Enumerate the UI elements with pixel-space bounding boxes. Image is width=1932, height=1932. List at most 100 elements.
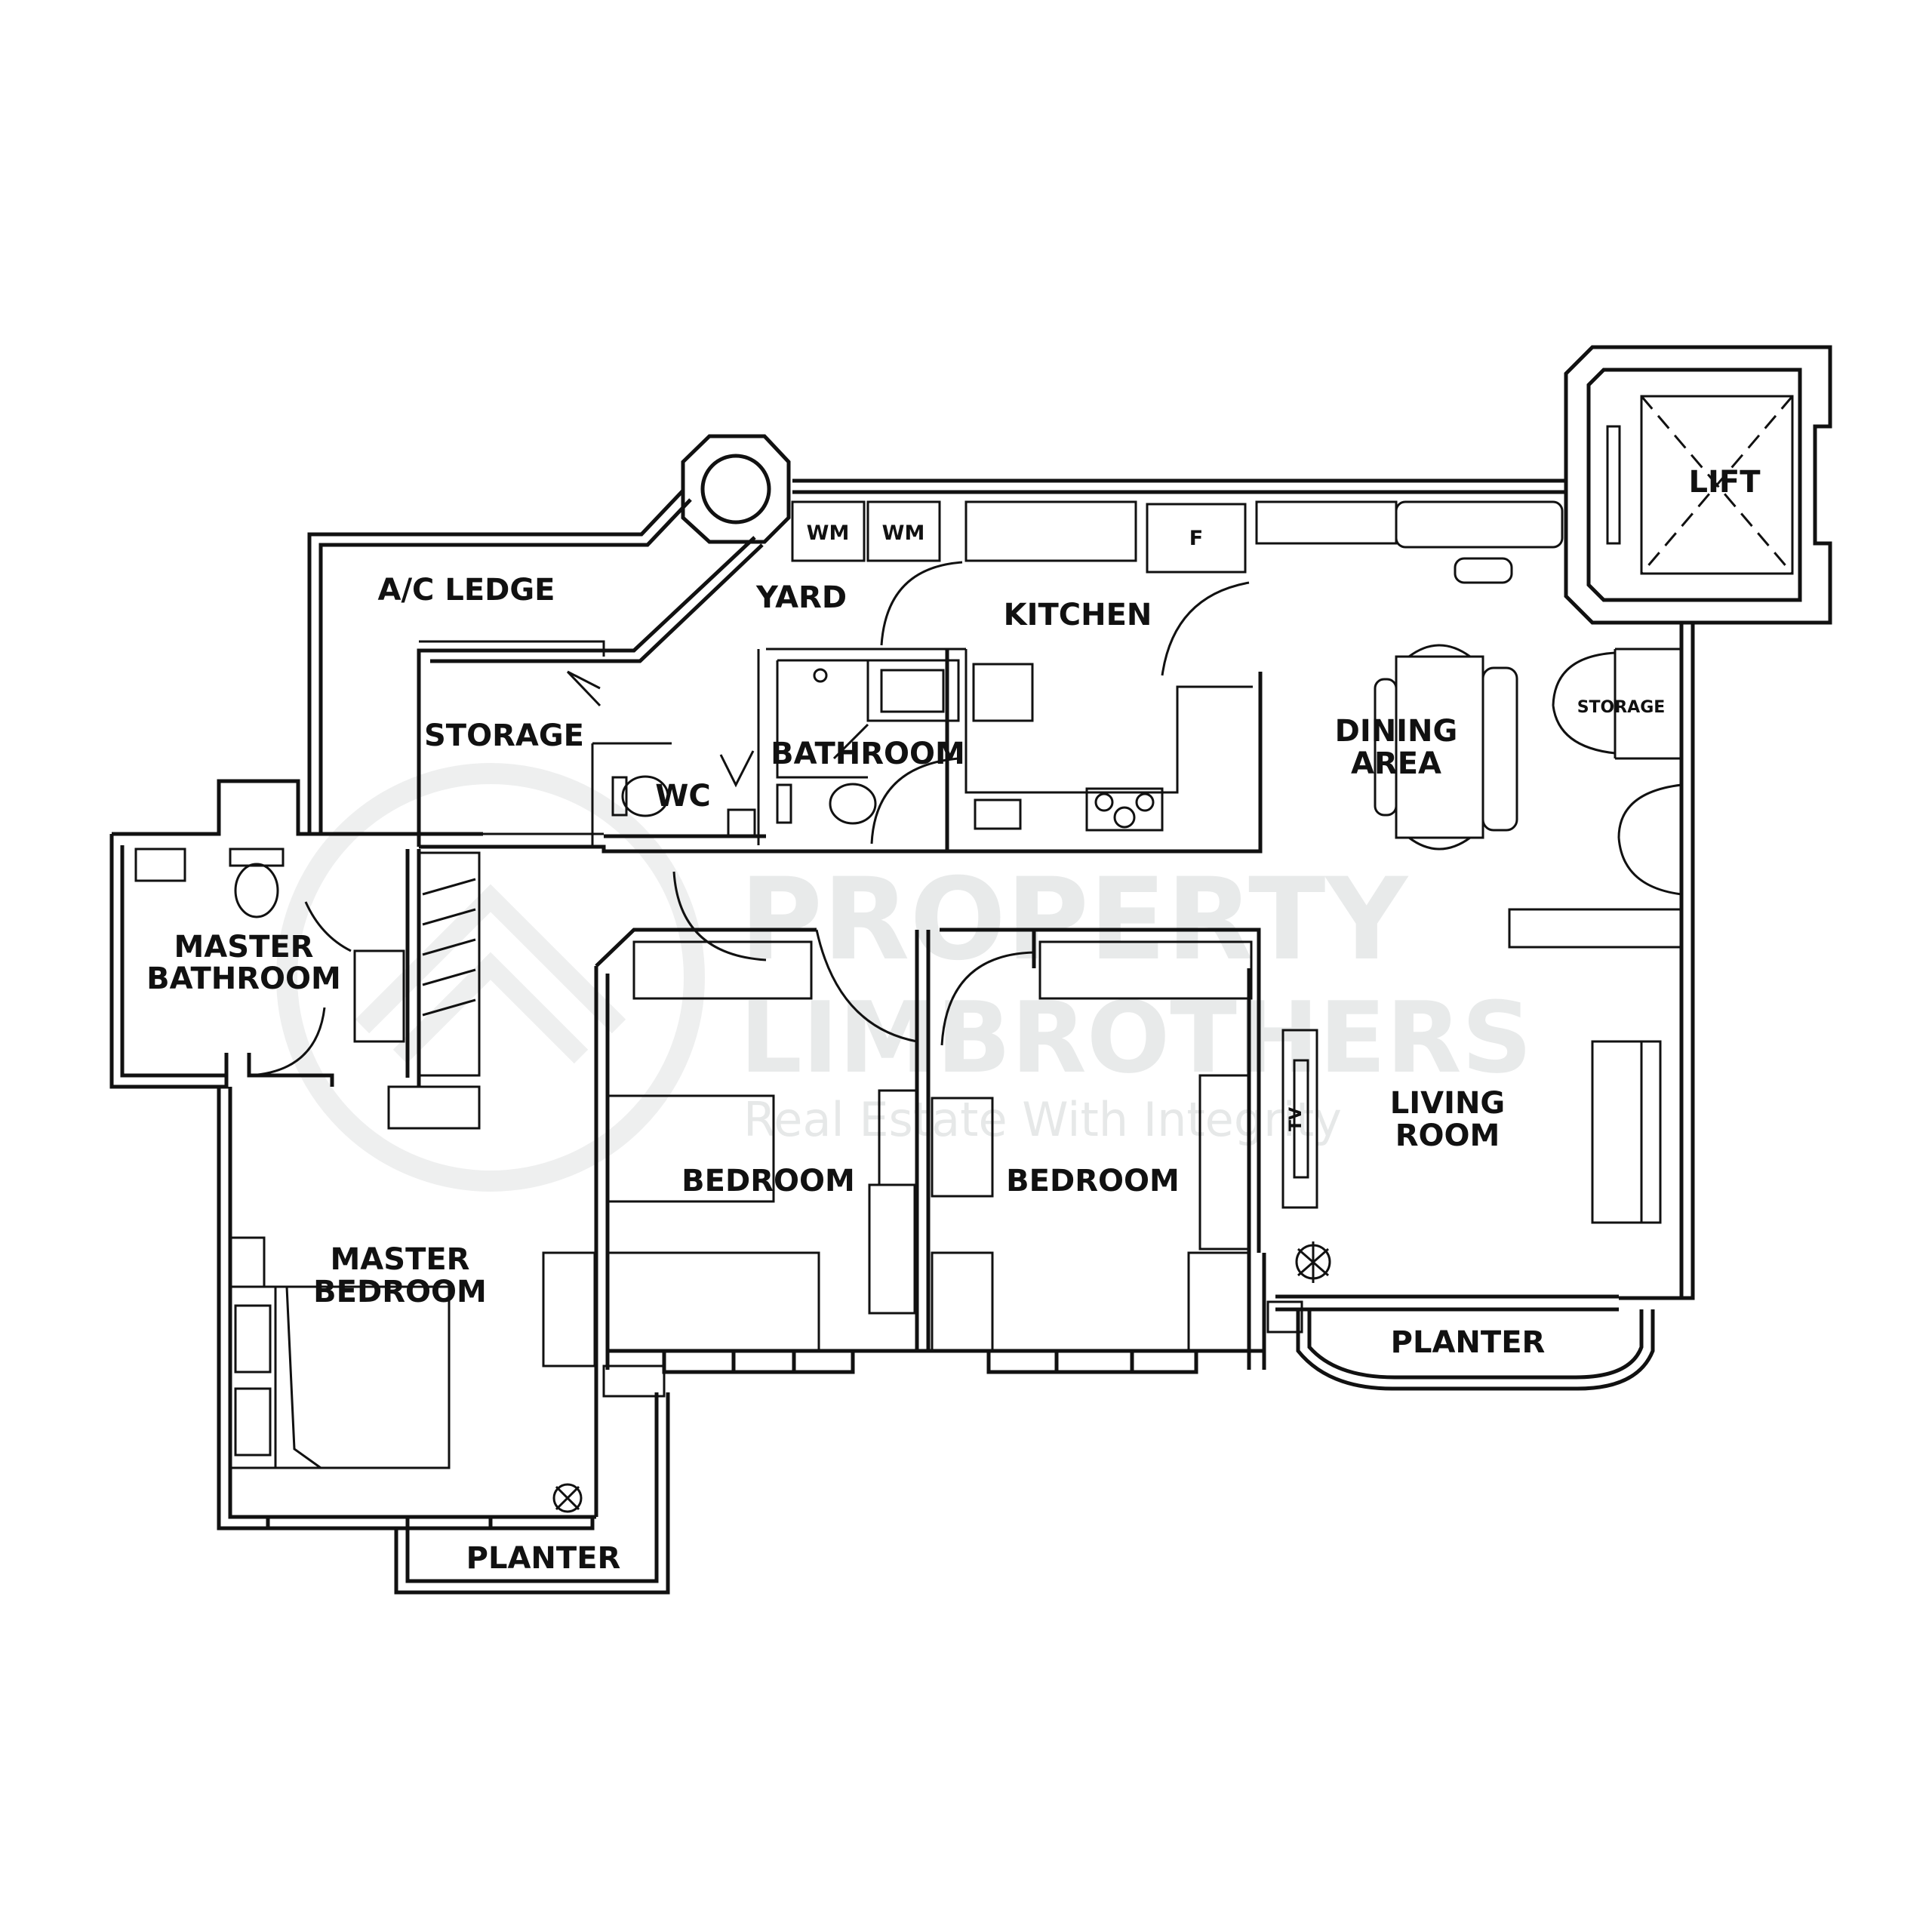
label-fridge: F bbox=[1189, 527, 1203, 550]
lift-car-cross bbox=[1640, 395, 1794, 574]
bathroom-toilet-tank bbox=[776, 783, 792, 824]
living-side-door bbox=[1617, 783, 1682, 896]
label-dining-line1: DINING bbox=[1335, 714, 1458, 749]
label-planter-left: PLANTER bbox=[466, 1541, 621, 1576]
ac-ledge-wall bbox=[307, 489, 692, 834]
bedroom2-shelf bbox=[1198, 1074, 1251, 1251]
fridge bbox=[1146, 503, 1247, 574]
lift-car bbox=[1640, 395, 1794, 575]
dining-chair-bottom bbox=[1408, 836, 1471, 851]
living-aircon bbox=[1266, 1300, 1303, 1334]
bedroom1-bed-bottom bbox=[606, 1251, 820, 1352]
dining-chair-top bbox=[1408, 644, 1471, 658]
master-bed-headboard bbox=[229, 1285, 277, 1469]
bedroom2-wardrobe bbox=[1038, 940, 1253, 1000]
bedroom1-wardrobe-side bbox=[868, 1183, 916, 1315]
lift-door-panel bbox=[1606, 425, 1621, 545]
label-kitchen: KITCHEN bbox=[1004, 598, 1152, 632]
label-bathroom: BATHROOM bbox=[771, 737, 965, 771]
bathroom-wall bbox=[766, 648, 966, 662]
shower-head bbox=[813, 668, 828, 683]
burner-1 bbox=[1094, 792, 1114, 812]
bedroom1-aircon bbox=[602, 1364, 666, 1398]
master-pillow-bottom bbox=[234, 1387, 272, 1457]
storage-left-door bbox=[566, 670, 601, 707]
watermark-logo-ring bbox=[276, 763, 705, 1192]
label-yard: YARD bbox=[755, 580, 847, 615]
watermark-logo-roof bbox=[355, 884, 626, 1064]
dining-cabinet bbox=[1454, 557, 1513, 584]
ac-ledge-diagonal bbox=[417, 536, 764, 847]
master-side-table bbox=[229, 1236, 266, 1288]
tv-console bbox=[1281, 1029, 1318, 1209]
kitchen-right-door bbox=[1161, 581, 1250, 676]
master-wardrobe-doors bbox=[419, 851, 481, 1077]
label-master-bedroom-line1: MASTER bbox=[331, 1242, 470, 1277]
master-shelf bbox=[387, 1085, 481, 1130]
kitchen-door-arc bbox=[880, 561, 963, 646]
bedroom1-door-arc bbox=[815, 929, 918, 1043]
label-bedroom-2: BEDROOM bbox=[1006, 1164, 1180, 1198]
master-bedroom-window bbox=[266, 1515, 595, 1531]
washing-machine-1 bbox=[791, 500, 866, 562]
burner-3 bbox=[1113, 806, 1136, 829]
bathroom-toilet bbox=[829, 783, 877, 825]
tv-screen bbox=[1293, 1059, 1309, 1179]
bedroom1-bed-top bbox=[606, 1094, 775, 1203]
right-outer-wall bbox=[1619, 623, 1695, 1300]
room-labels: A/C LEDGE YARD KITCHEN STORAGE WC BATHRO… bbox=[146, 465, 1761, 1576]
master-toilet-tank bbox=[229, 848, 285, 867]
bathroom-door-arc bbox=[870, 757, 959, 844]
label-storage-left: STORAGE bbox=[424, 718, 584, 753]
label-master-bedroom-line2: BEDROOM bbox=[313, 1275, 487, 1309]
watermark-tagline: Real Estate With Integrity bbox=[743, 1092, 1342, 1147]
bedroom2-top-wall bbox=[940, 928, 1261, 1253]
kitchen-aircon bbox=[974, 798, 1022, 830]
kitchen-sink bbox=[972, 663, 1034, 722]
yard-column-core bbox=[700, 454, 771, 525]
yard-top-wall bbox=[792, 478, 1566, 494]
label-lift: LIFT bbox=[1689, 465, 1761, 500]
label-master-bathroom-line1: MASTER bbox=[174, 930, 314, 964]
lift-shaft-outer bbox=[1564, 345, 1832, 625]
wc-toilet bbox=[621, 775, 669, 817]
lift-shaft-inner bbox=[1586, 368, 1802, 602]
plant-master-leaves bbox=[555, 1485, 580, 1511]
kitchen-counter-l bbox=[964, 649, 1253, 794]
bedroom1-window bbox=[662, 1349, 855, 1374]
wc-door bbox=[719, 750, 755, 788]
label-wc: WC bbox=[655, 779, 710, 814]
label-tv: TV bbox=[1287, 1107, 1306, 1131]
label-washer-1: WM bbox=[807, 521, 850, 545]
burner-2 bbox=[1135, 792, 1155, 812]
master-bed-sheet bbox=[285, 1286, 321, 1469]
yard-column bbox=[681, 434, 791, 544]
label-master-bathroom-line2: BATHROOM bbox=[146, 961, 341, 996]
watermark-line1: PROPERTY bbox=[740, 854, 1409, 986]
storage-right-door bbox=[1552, 651, 1616, 755]
dining-chair-left bbox=[1374, 678, 1398, 817]
bedroom1-wardrobe bbox=[632, 940, 813, 1000]
master-bed bbox=[274, 1285, 451, 1469]
kitchen-counter-top bbox=[964, 500, 1137, 562]
master-toilet bbox=[234, 863, 279, 918]
washing-machine-2 bbox=[866, 500, 941, 562]
bedroom1-desk bbox=[542, 1251, 596, 1367]
storage-left-wall bbox=[419, 640, 605, 835]
dining-chair-right bbox=[1481, 666, 1518, 832]
label-bedroom-1: BEDROOM bbox=[681, 1164, 855, 1198]
dining-top-counter bbox=[1255, 500, 1398, 545]
planter-left bbox=[394, 1392, 670, 1595]
planter-right-curve bbox=[1296, 1309, 1655, 1391]
master-bathroom-door-arc bbox=[248, 1007, 326, 1077]
wc-basin bbox=[727, 808, 756, 838]
master-bathroom-inner-door bbox=[304, 901, 352, 952]
label-living-line1: LIVING bbox=[1390, 1086, 1506, 1121]
label-storage-right: STORAGE bbox=[1577, 698, 1666, 717]
master-bathroom-aircon bbox=[134, 848, 186, 882]
wc-wall bbox=[591, 649, 760, 845]
bathroom-vanity bbox=[866, 659, 960, 722]
wc-toilet-tank bbox=[611, 776, 628, 817]
fixtures bbox=[134, 500, 1662, 1513]
